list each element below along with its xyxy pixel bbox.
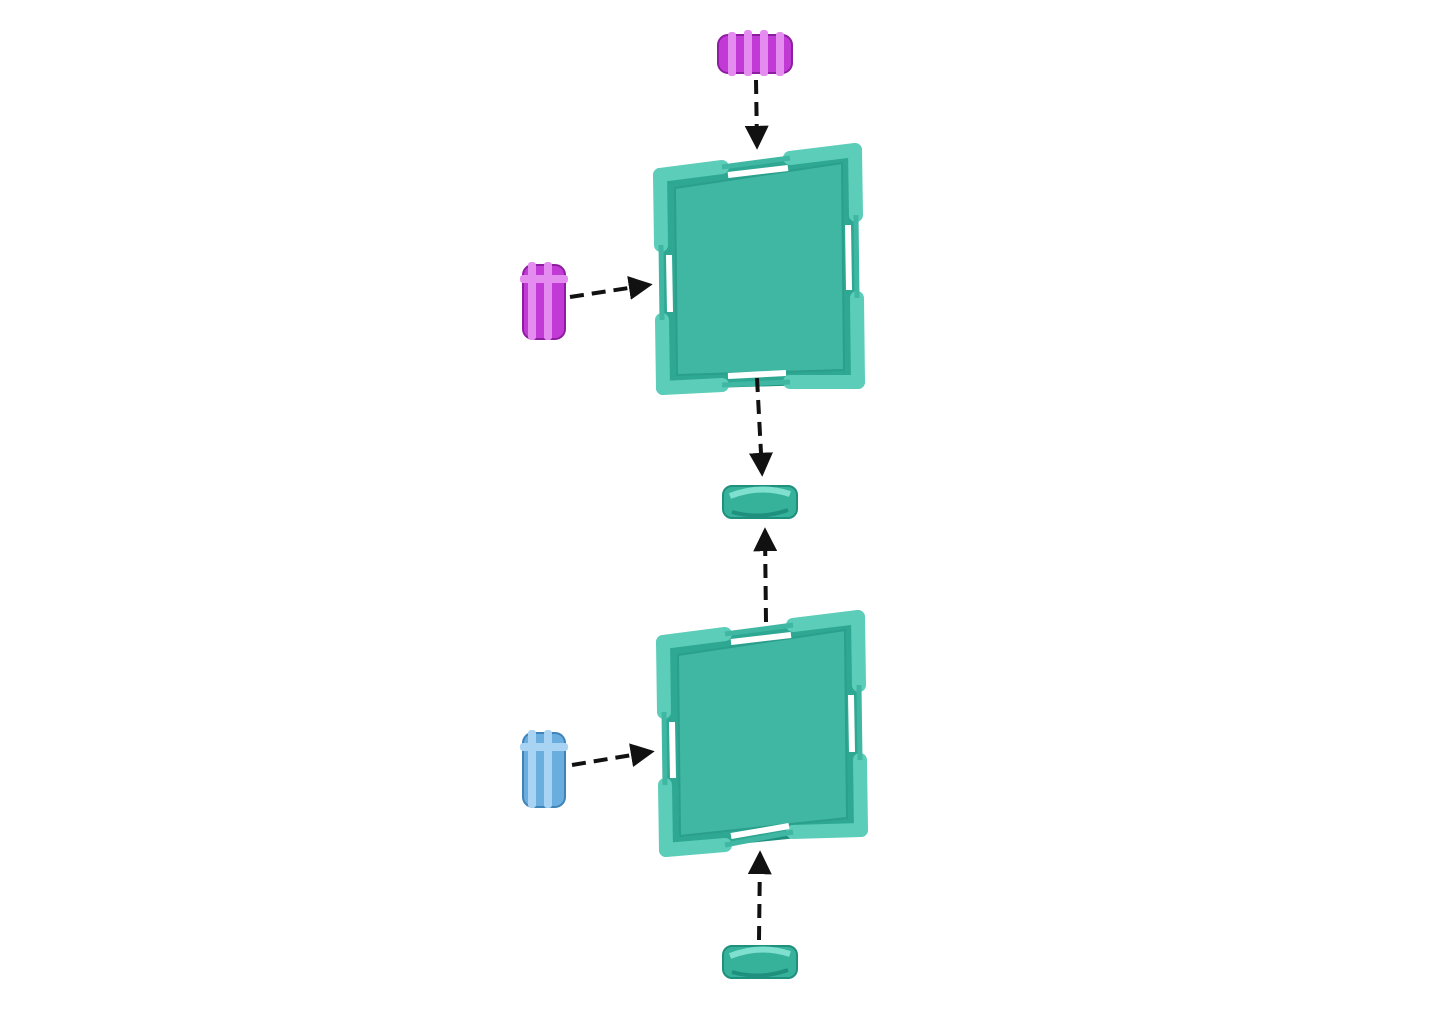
top-panel — [660, 150, 858, 388]
bottom-panel — [663, 617, 861, 850]
arrow-left-connector-to-top-panel — [570, 285, 648, 297]
arrow-top-panel-to-middle-clip — [757, 378, 762, 472]
teal-clip-bottom — [723, 946, 797, 978]
magenta-connector-top — [718, 30, 792, 76]
arrow-bottom-panel-to-middle-clip — [765, 532, 766, 622]
magenta-connector-left — [520, 262, 568, 340]
arrow-bottom-clip-to-bottom-panel — [759, 855, 760, 940]
arrow-blue-connector-to-bottom-panel — [572, 752, 650, 765]
arrow-top-connector-to-top-panel — [756, 80, 757, 145]
teal-clip-middle — [723, 486, 797, 518]
blue-connector-left — [520, 730, 568, 808]
